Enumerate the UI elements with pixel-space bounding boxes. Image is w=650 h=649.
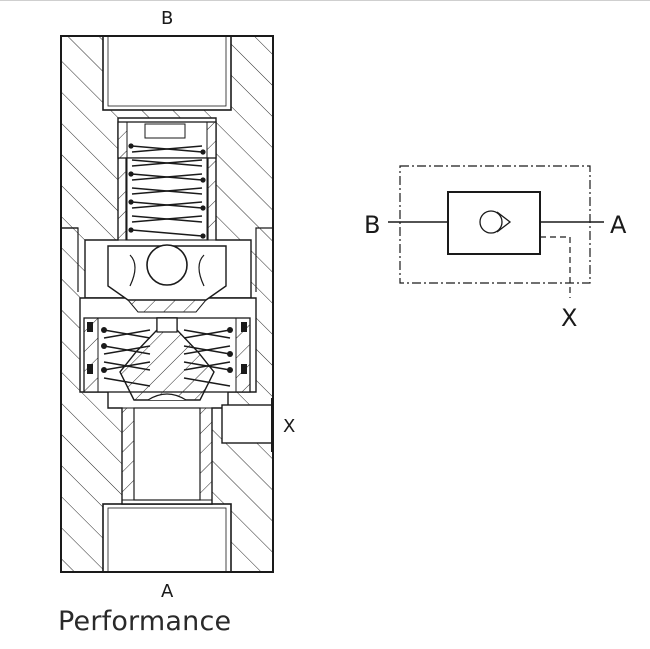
port-label-a-bottom: A <box>161 581 174 602</box>
upper-spring-ends <box>128 143 206 239</box>
check-valve-seat-symbol <box>496 211 512 233</box>
upper-spring-housing <box>117 121 217 241</box>
port-label-x-side: X <box>283 416 295 437</box>
cross-section: B A X <box>60 8 295 602</box>
check-valve-ball-symbol <box>479 210 503 234</box>
schematic-label-x: X <box>561 304 577 332</box>
pilot-poppet <box>119 317 215 501</box>
hydraulic-schematic: B A X <box>364 165 627 332</box>
top-border <box>0 0 650 1</box>
pilot-line <box>540 236 571 298</box>
check-ball-assembly <box>107 244 227 313</box>
port-label-b-top: B <box>161 8 173 29</box>
upper-spring <box>131 145 203 237</box>
section-heading: Performance <box>58 606 232 637</box>
schematic-label-a: A <box>610 211 627 239</box>
check-ball <box>146 244 188 286</box>
schematic-label-b: B <box>364 211 380 239</box>
